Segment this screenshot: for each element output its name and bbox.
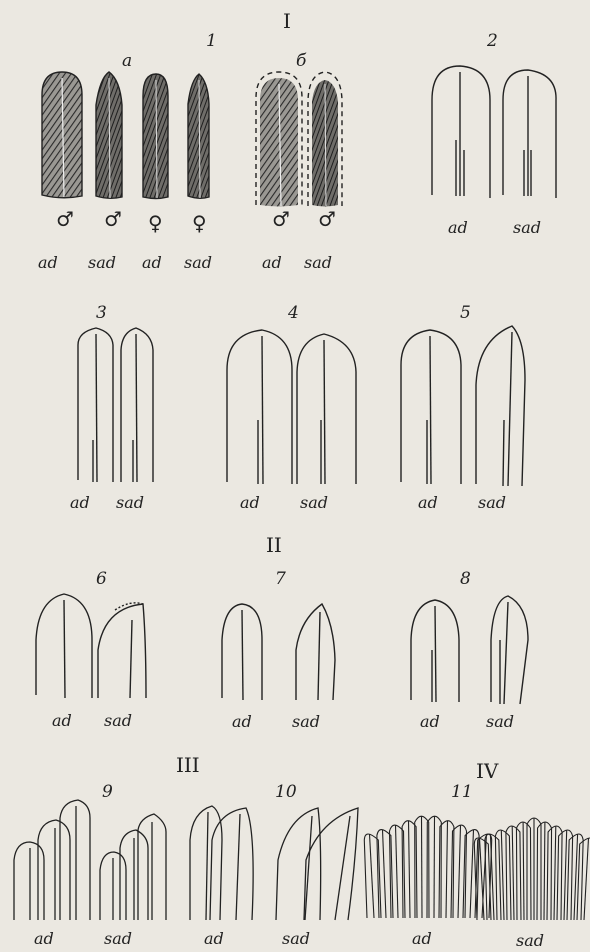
age-label: sad (116, 493, 144, 512)
feather-rachis (544, 822, 545, 920)
feather-rachis (458, 825, 461, 918)
feather-1a-female-ad (143, 74, 168, 199)
figure-number-3: 3 (96, 303, 107, 323)
age-label: sad (104, 711, 132, 730)
figure-7-feathers (222, 604, 335, 700)
section-label-1: I (283, 9, 291, 33)
feather-rachis (501, 830, 504, 920)
age-label: ad (448, 218, 468, 237)
figure-number-2: 2 (486, 31, 498, 51)
figure-number-5: 5 (460, 303, 471, 323)
figure-number-7: 7 (275, 569, 286, 589)
feather-rachis (446, 821, 448, 918)
age-label: sad (486, 712, 514, 731)
figure-10-feathers (190, 806, 358, 920)
age-label: sad (478, 493, 506, 512)
feather-rachis (470, 830, 474, 918)
age-label: ad (204, 929, 224, 948)
age-label: ad (34, 929, 54, 948)
figure-8-feathers (411, 596, 528, 704)
feather-rachis (422, 816, 423, 918)
feather-rachis (370, 834, 375, 918)
figure-4-feathers (227, 330, 356, 484)
feather-rachis (480, 838, 485, 920)
section-label-2: II (266, 533, 282, 557)
feather-rachis (512, 826, 514, 920)
age-label: sad (304, 253, 332, 272)
sex-symbol-female: ♀ (192, 211, 207, 235)
feather-rachis (396, 825, 399, 918)
age-label: ad (142, 253, 162, 272)
sex-symbol-male: ♂ (318, 207, 336, 231)
age-label: sad (104, 929, 132, 948)
figure-1b-feathers (256, 72, 342, 207)
age-label: ad (420, 712, 440, 731)
age-label: ad (262, 253, 282, 272)
sex-symbol-male: ♂ (272, 207, 290, 231)
figure-number-11: 11 (451, 782, 473, 802)
age-label: sad (184, 253, 212, 272)
figure-number-6: 6 (96, 569, 107, 589)
sex-symbol-female: ♀ (148, 211, 163, 235)
age-label: ad (52, 711, 72, 730)
sub-label-a: а (122, 51, 132, 71)
figure-number-9: 9 (102, 782, 113, 802)
feather-rachis (434, 816, 435, 918)
section-label-3: III (176, 753, 200, 777)
age-label: sad (88, 253, 116, 272)
figure-1a-feathers (42, 72, 209, 199)
feather-rachis (584, 838, 589, 920)
section-label-4: IV (476, 759, 499, 783)
feather-rachis (564, 830, 567, 920)
figure-6-feathers (36, 594, 146, 698)
figure-9-feathers (14, 800, 166, 920)
age-label: sad (513, 218, 541, 237)
age-label: sad (300, 493, 328, 512)
feather-rachis (523, 822, 524, 920)
age-label: sad (292, 712, 320, 731)
figure-number-10: 10 (275, 782, 297, 802)
figure-5-feathers (401, 326, 525, 486)
figure-3-feathers (78, 328, 153, 482)
figure-11-feathers (364, 816, 590, 920)
age-label: ad (70, 493, 90, 512)
age-label: ad (412, 929, 432, 948)
sub-label-b: б (296, 51, 307, 71)
feather-rachis (554, 826, 556, 920)
feather-rachis (383, 830, 387, 918)
age-label: ad (240, 493, 260, 512)
age-label: sad (516, 931, 544, 950)
sex-symbol-male: ♂ (104, 207, 122, 231)
feather-1a-female-sad (188, 74, 209, 198)
age-label: sad (282, 929, 310, 948)
figure-number-4: 4 (287, 303, 299, 323)
age-label: ad (418, 493, 438, 512)
feather-rachis (409, 821, 411, 918)
figure-2-feathers (432, 66, 556, 198)
figure-number-8: 8 (460, 569, 471, 589)
figure-number-1: 1 (206, 31, 217, 51)
sex-symbol-male: ♂ (56, 207, 74, 231)
age-label: ad (38, 253, 58, 272)
age-label: ad (232, 712, 252, 731)
